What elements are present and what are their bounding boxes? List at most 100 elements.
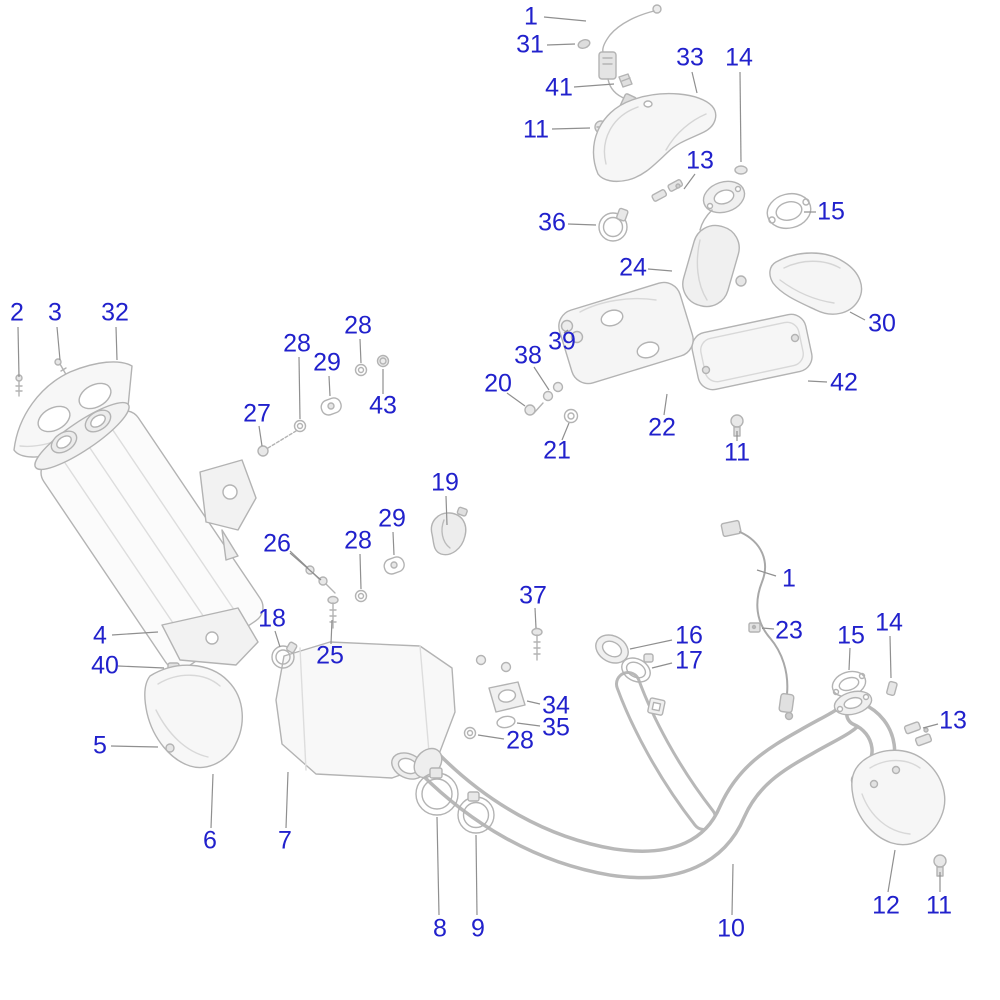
part-spacer-14-rear	[886, 681, 897, 696]
leader-line-28	[298, 356, 301, 420]
leader-line-8	[436, 816, 440, 916]
callout-29: 29	[378, 504, 406, 533]
callout-3: 3	[48, 298, 62, 327]
leader-line-17	[651, 662, 673, 669]
leader-line-28	[477, 734, 505, 740]
part-washer-28-a	[295, 421, 306, 432]
leader-line-3	[56, 326, 61, 361]
callout-28: 28	[506, 726, 534, 755]
leader-line-30	[849, 311, 866, 321]
callout-31: 31	[516, 30, 544, 59]
callout-42: 42	[830, 368, 858, 397]
callout-11: 11	[926, 891, 952, 920]
leader-line-20	[506, 392, 526, 407]
leader-line-14	[889, 635, 892, 679]
leader-line-25	[330, 619, 333, 645]
leader-line-16	[629, 639, 673, 650]
callout-4: 4	[93, 621, 107, 650]
leader-line-41	[573, 83, 615, 88]
callout-35: 35	[542, 713, 570, 742]
leader-line-6	[210, 773, 214, 829]
part-muffler	[28, 393, 269, 675]
leader-line-29	[328, 375, 331, 397]
callout-40: 40	[91, 651, 119, 680]
part-clamp-18	[272, 642, 297, 668]
leader-line-13	[922, 723, 939, 729]
part-spacer-14-front	[735, 166, 747, 174]
part-heat-shield-6	[145, 665, 243, 767]
callout-21: 21	[543, 436, 571, 465]
callout-11: 11	[523, 115, 549, 144]
callout-38: 38	[514, 341, 542, 370]
callout-28: 28	[344, 526, 372, 555]
part-front-pipe-10	[409, 684, 853, 864]
callout-34: 34	[542, 691, 570, 720]
leader-line-1	[543, 16, 587, 22]
part-washer-28-b	[356, 365, 367, 376]
leader-line-26	[289, 550, 309, 569]
callout-9: 9	[471, 914, 485, 943]
callout-14: 14	[875, 608, 903, 637]
part-bolt-25	[328, 597, 338, 629]
callout-14: 14	[725, 43, 753, 72]
callout-24: 24	[619, 253, 647, 282]
callout-10: 10	[717, 914, 745, 943]
part-muffler-bracket-upper	[200, 460, 256, 560]
part-o2-sensor-harness-rear	[721, 520, 794, 719]
leader-line-9	[475, 834, 478, 916]
callout-19: 19	[431, 468, 459, 497]
leader-line-11	[551, 127, 591, 130]
callout-27: 27	[243, 399, 271, 428]
leader-line-26	[289, 552, 322, 581]
part-bolt-11-rear	[934, 855, 946, 876]
leader-line-13	[683, 173, 696, 190]
part-nut-43	[378, 356, 389, 367]
part-gasket-35	[496, 715, 516, 729]
part-clamp-17	[618, 653, 655, 687]
callout-13: 13	[686, 146, 714, 175]
leader-line-28	[359, 553, 362, 590]
leader-line-18	[274, 630, 281, 648]
leader-line-27	[258, 425, 263, 447]
part-resonator-7	[276, 642, 455, 784]
leader-line-37	[534, 607, 537, 629]
part-heat-shield-33	[593, 94, 715, 182]
part-clamp-36	[599, 208, 628, 241]
part-washer-28-d	[465, 728, 476, 739]
callout-33: 33	[676, 43, 704, 72]
leader-line-1	[756, 569, 777, 577]
part-grommet-31	[577, 38, 591, 50]
leader-line-2	[17, 326, 20, 378]
callout-13: 13	[939, 706, 967, 735]
leader-line-36	[567, 223, 597, 226]
leader-line-22	[663, 393, 668, 416]
part-heat-shield-30	[770, 253, 862, 314]
callout-39: 39	[548, 327, 576, 356]
callout-11: 11	[724, 438, 750, 467]
leader-line-23	[761, 627, 775, 630]
callout-25: 25	[316, 641, 344, 670]
part-clamp-29-a	[319, 396, 343, 417]
part-washer-28-c	[356, 591, 367, 602]
part-bolt-37	[532, 629, 542, 661]
part-shield-hardware-20-21-38-39	[525, 321, 583, 423]
callout-2: 2	[10, 298, 24, 327]
leader-line-12	[887, 849, 896, 893]
callout-20: 20	[484, 369, 512, 398]
part-heat-shield-12	[852, 750, 945, 844]
part-clip-41	[619, 74, 632, 87]
leader-line-4	[111, 631, 159, 636]
leader-line-32	[115, 326, 118, 361]
leader-line-29	[392, 531, 395, 556]
callout-29: 29	[313, 348, 341, 377]
callout-36: 36	[538, 208, 566, 237]
callout-6: 6	[203, 826, 217, 855]
part-bolt-27	[258, 431, 296, 456]
callout-37: 37	[519, 581, 547, 610]
leader-line-40	[117, 665, 165, 669]
part-heat-shield-22	[555, 278, 698, 388]
